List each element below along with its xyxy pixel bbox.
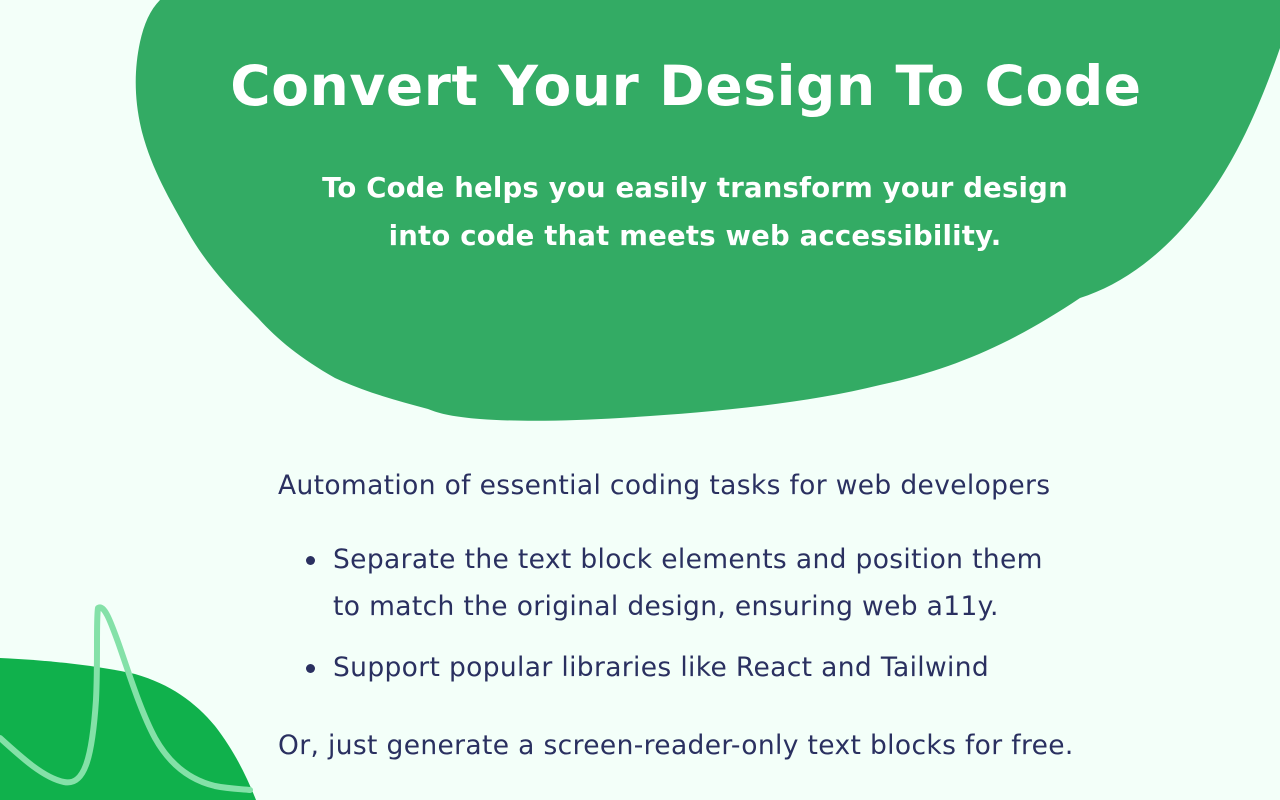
hero-blob-shape xyxy=(135,0,1280,421)
features-outro: Or, just generate a screen-reader-only t… xyxy=(278,730,1074,761)
features-intro: Automation of essential coding tasks for… xyxy=(278,470,1051,501)
feature-item: Support popular libraries like React and… xyxy=(278,644,1258,691)
hero-subtitle-line: into code that meets web accessibility. xyxy=(388,220,1002,252)
feature-text-line: Separate the text block elements and pos… xyxy=(333,544,1043,575)
bullet-icon xyxy=(306,664,315,673)
bullet-icon xyxy=(306,556,315,565)
hero-subtitle: To Code helps you easily transform your … xyxy=(245,164,1145,260)
feature-list: Separate the text block elements and pos… xyxy=(278,536,1258,705)
feature-text-line: to match the original design, ensuring w… xyxy=(333,591,999,622)
features-section: Automation of essential coding tasks for… xyxy=(278,462,1258,761)
feature-text-line: Support popular libraries like React and… xyxy=(333,652,990,683)
feature-item: Separate the text block elements and pos… xyxy=(278,536,1258,630)
hero-title: Convert Your Design To Code xyxy=(230,54,1142,118)
corner-blob-shape xyxy=(0,658,256,800)
squiggle-line xyxy=(0,604,253,793)
hero-subtitle-line: To Code helps you easily transform your … xyxy=(322,172,1068,204)
hero-section: Convert Your Design To Code To Code help… xyxy=(230,54,1145,260)
